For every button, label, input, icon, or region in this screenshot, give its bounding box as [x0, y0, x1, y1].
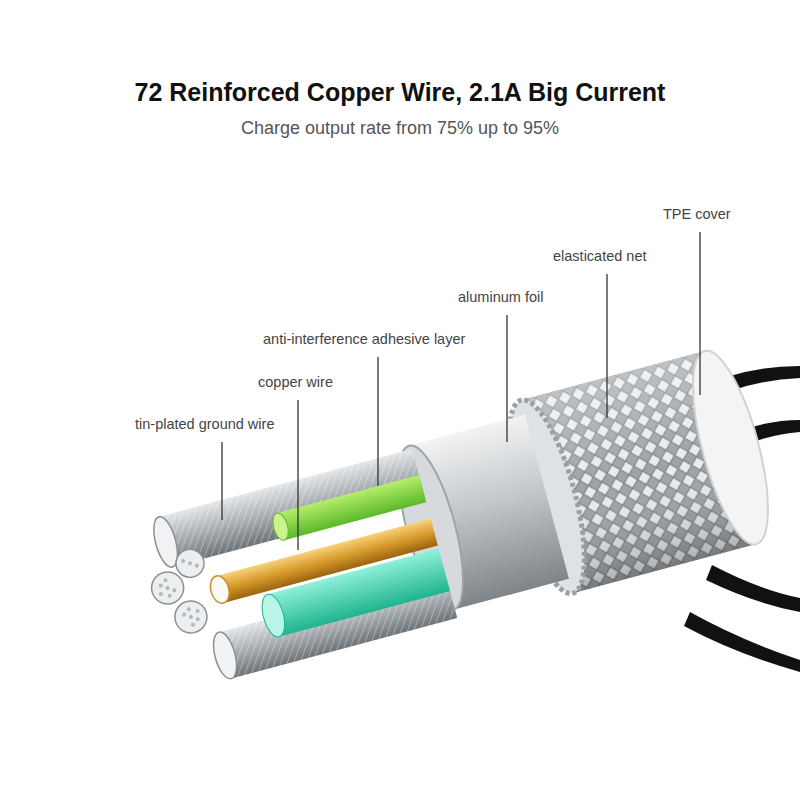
part-label: anti-interference adhesive layer [263, 331, 465, 347]
part-label: TPE cover [663, 206, 731, 222]
part-label: aluminum foil [458, 289, 543, 305]
leader-lines [222, 232, 700, 550]
part-label: copper wire [258, 374, 333, 390]
subtitle: Charge output rate from 75% up to 95% [0, 118, 800, 139]
diagram-title: 72 Reinforced Copper Wire, 2.1A Big Curr… [0, 78, 800, 107]
part-label: tin-plated ground wire [135, 416, 274, 432]
part-label: elasticated net [553, 248, 647, 264]
